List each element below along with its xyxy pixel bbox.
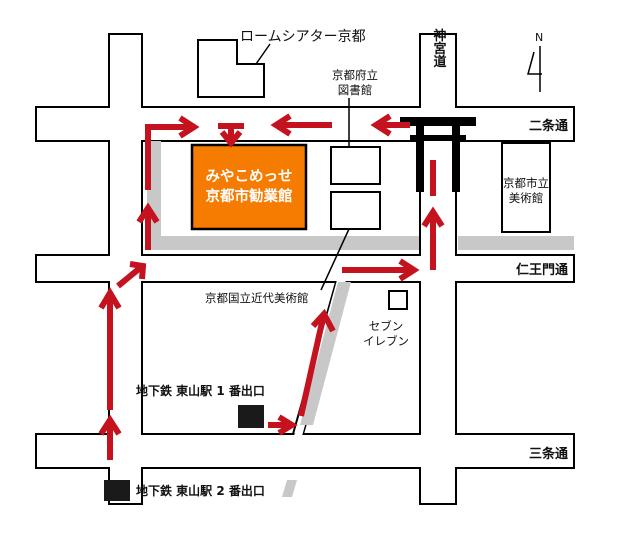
rohm-theatre-label: ロームシアター京都 xyxy=(240,29,366,45)
gray-band-diagonal xyxy=(300,282,351,425)
city-museum-label-1: 京都市立 xyxy=(503,176,549,190)
gray-band-south xyxy=(147,236,419,250)
gray-band-east xyxy=(458,236,574,250)
seven-eleven-building xyxy=(388,290,408,310)
national-museum-leader xyxy=(320,228,350,291)
subway-exit-icon xyxy=(104,480,130,501)
route-arrow-diagonal-ne xyxy=(298,317,326,417)
torii-gate-icon xyxy=(400,117,476,192)
subway-exit1-label: 地下鉄 東山駅 1 番出口 xyxy=(136,383,265,398)
miyako-messe-building[interactable] xyxy=(190,143,308,231)
north-arrow-icon xyxy=(527,46,542,92)
route-arrow-corner xyxy=(145,124,190,190)
national-museum-label: 京都国立近代美術館 xyxy=(205,291,309,305)
city-museum-label-2: 美術館 xyxy=(509,191,544,205)
rohm-theatre-building xyxy=(197,39,265,98)
street-label-niomon: 仁王門通 xyxy=(516,262,568,278)
miyako-messe-label-2: 京都市勧業館 xyxy=(206,187,293,205)
seven-eleven-label-2: イレブン xyxy=(363,334,409,348)
subway-exit-icon xyxy=(238,405,264,428)
miyako-messe-label-1: みやこめっせ xyxy=(206,168,293,185)
route-arrows xyxy=(98,113,445,460)
rohm-theatre-leader xyxy=(255,43,271,65)
seven-eleven-label-1: セブン xyxy=(369,319,404,333)
street-label-sanjo: 三条通 xyxy=(529,446,568,462)
prefectural-library-building xyxy=(330,146,381,185)
national-museum-building xyxy=(330,191,381,230)
route-arrow-diagonal-nw xyxy=(116,265,142,289)
gray-band-bottom xyxy=(282,480,297,497)
city-museum-building xyxy=(501,142,551,233)
street-label-nijo: 二条通 xyxy=(529,118,568,134)
subway-exit2-label: 地下鉄 東山駅 2 番出口 xyxy=(136,483,265,498)
north-label: N xyxy=(535,31,543,44)
prefectural-library-label-2: 図書館 xyxy=(338,83,373,97)
prefectural-library-label-1: 京都府立 xyxy=(332,68,378,82)
street-label-jingu-michi: 神宮道 xyxy=(431,28,447,69)
